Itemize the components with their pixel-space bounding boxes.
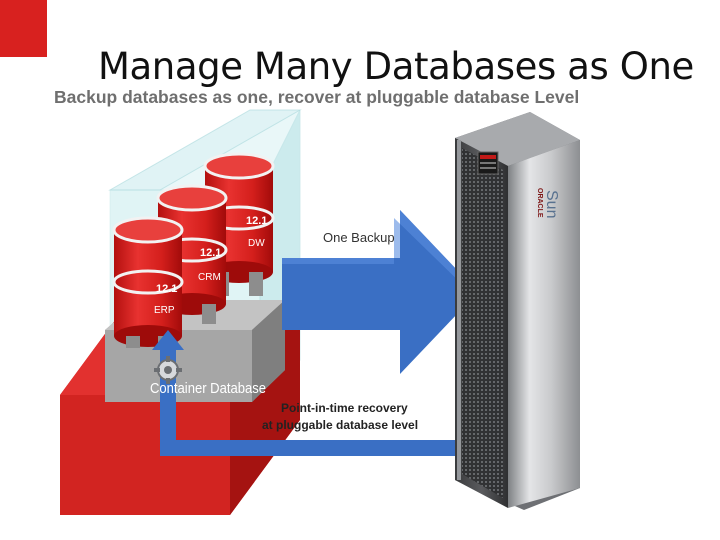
gear-icon: [154, 356, 182, 384]
database-cylinder-erp: [112, 216, 184, 348]
server-brand-sun: Sun: [543, 190, 560, 218]
slide-title: Manage Many Databases as One: [98, 45, 694, 88]
slide-subtitle: Backup databases as one, recover at plug…: [54, 87, 580, 107]
erp-name-label: ERP: [154, 305, 175, 316]
brand-corner-block: [0, 0, 47, 57]
recovery-label-line2: at pluggable database level: [262, 418, 418, 432]
backup-label: One Backup: [323, 230, 395, 245]
dw-name-label: DW: [248, 238, 265, 249]
crm-name-label: CRM: [198, 272, 221, 283]
recovery-label-line1: Point-in-time recovery: [281, 401, 408, 415]
erp-version-label: 12.1: [156, 283, 177, 295]
container-database-label: Container Database: [150, 380, 266, 397]
backup-arrow: [282, 210, 478, 374]
server-rack: [455, 112, 580, 510]
crm-version-label: 12.1: [200, 247, 221, 259]
dw-version-label: 12.1: [246, 215, 267, 227]
server-brand-oracle: ORACLE: [536, 188, 543, 218]
